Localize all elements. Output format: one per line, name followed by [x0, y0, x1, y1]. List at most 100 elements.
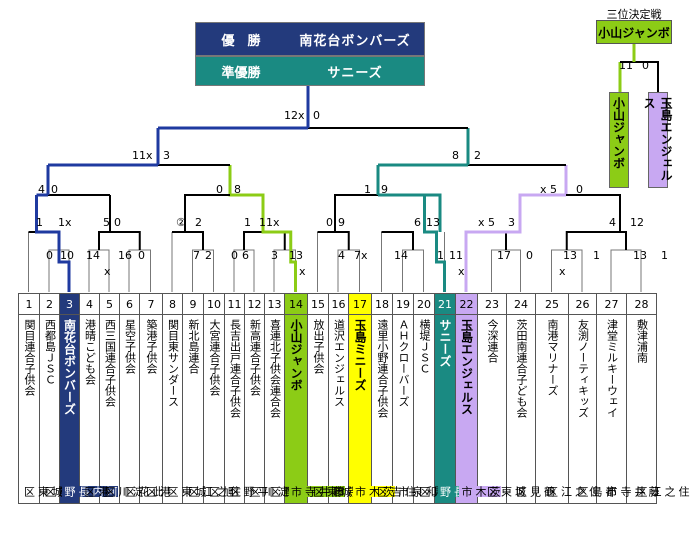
team-area: 城東区	[311, 486, 353, 497]
score-label: 2	[205, 249, 212, 262]
score-label: 14	[394, 249, 408, 262]
score-label: 1	[36, 216, 43, 229]
team-area: 藤井寺市	[605, 486, 660, 497]
score-label: 8	[452, 149, 459, 162]
team-name-cell: 新北島連合	[182, 314, 204, 504]
round2-bracket	[243, 231, 286, 250]
score-label: 1	[661, 249, 668, 262]
team-name-cell: 関目連合子供会	[18, 314, 40, 504]
third-place-team-a: 小山ジャンボ	[609, 92, 629, 188]
third-place-score-b: 0	[642, 59, 649, 72]
score-label: 0	[526, 249, 533, 262]
team-number: 13	[264, 293, 285, 315]
score-label: 11x	[259, 216, 280, 229]
round2-bracket	[466, 231, 507, 250]
team-name: 関目東サンダース	[166, 319, 180, 407]
team-name: 今深連合	[486, 319, 499, 363]
team-number: 12	[244, 293, 265, 315]
score-label: 1x	[58, 216, 72, 229]
score-label: 9	[338, 216, 345, 229]
fourth-place-path	[464, 193, 566, 292]
runner-up-team: サニーズ	[327, 65, 383, 81]
score-label: x	[458, 265, 465, 278]
team-name: 西三国連合子供会	[103, 319, 117, 407]
team-name-cell: 喜連北子供会連合会	[264, 314, 285, 504]
score-label: 12	[630, 216, 644, 229]
team-name-cell: 道沢エンジェルス	[328, 314, 349, 504]
team-number: 17	[348, 293, 372, 315]
team-name: 南港マリナーズ	[546, 319, 559, 396]
score-label: 16	[118, 249, 132, 262]
team-number: 15	[307, 293, 329, 315]
score-label: 3	[163, 149, 170, 162]
team-name: 道沢エンジェルス	[332, 319, 346, 407]
team-area: 鶴見区	[514, 486, 556, 497]
team-name-cell: 玉島ミニーズ	[348, 314, 372, 504]
score-label: 0	[231, 249, 238, 262]
team-name-cell: 敷津浦南	[626, 314, 657, 504]
score-label: 1	[593, 249, 600, 262]
score-label: 3	[271, 249, 278, 262]
team-number: 23	[477, 293, 507, 315]
team-area: 淀川区	[103, 486, 144, 497]
score-label: 0	[216, 183, 223, 196]
third-place-title: 三位決定戦	[606, 8, 662, 21]
team-number: 22	[455, 293, 478, 315]
round2-bracket	[172, 231, 204, 250]
runner-up-label: 準優勝	[221, 65, 261, 81]
score-label: 13	[426, 216, 440, 229]
team-number: 9	[182, 293, 204, 315]
team-name-cell: 津堂ミルキーウェイ	[596, 314, 627, 504]
team-area: 河内長野	[62, 486, 118, 497]
score-label: 0	[313, 109, 320, 122]
team-name-cell: 玉島エンジェルス	[455, 314, 478, 504]
score-label: 0	[51, 183, 58, 196]
team-name: サニーズ	[438, 319, 452, 367]
team-number: 5	[99, 293, 120, 315]
team-area: 平野区	[228, 486, 269, 497]
team-name-cell: 横堤ＪＳＣ	[413, 314, 435, 504]
team-number: 21	[434, 293, 456, 315]
team-number: 16	[328, 293, 349, 315]
score-label: 7	[193, 249, 200, 262]
score-label: 3	[508, 216, 515, 229]
team-number: 11	[224, 293, 245, 315]
team-name-cell: ＡＨクローバーズ	[392, 314, 414, 504]
team-number: 14	[284, 293, 308, 315]
third-place-score-a: 11	[619, 59, 633, 72]
score-label: x 5	[478, 216, 496, 229]
team-area: 住之江区	[635, 486, 690, 497]
champion-box: 優 勝 南花台ボンバーズ	[195, 22, 425, 56]
score-label: 1	[364, 183, 371, 196]
team-name-cell: 遠里小野連合子供会	[371, 314, 393, 504]
team-area: 茨木市	[459, 486, 501, 497]
runner-up-path	[423, 195, 446, 292]
champion-path	[35, 195, 71, 292]
team-number: 26	[568, 293, 597, 315]
team-number: 18	[371, 293, 393, 315]
score-label: 11x	[132, 149, 153, 162]
runner-up-path	[378, 193, 442, 232]
team-area: 淀川区	[248, 486, 289, 497]
team-number: 7	[139, 293, 163, 315]
third-place-team-b: 玉島エンジェルス	[642, 92, 673, 188]
score-label: 17	[497, 249, 511, 262]
team-number: 4	[79, 293, 100, 315]
score-label: 12x	[284, 109, 305, 122]
score-label: x	[559, 265, 566, 278]
quarterfinal-bracket	[184, 194, 230, 232]
score-label: 5	[103, 216, 110, 229]
team-name: 築港子供会	[145, 319, 158, 374]
team-name-cell: 星空子供会	[119, 314, 140, 504]
team-number: 28	[626, 293, 657, 315]
team-name: 友渕ノーティキッズ	[576, 319, 590, 418]
score-label: 13	[289, 249, 303, 262]
team-area: 城東区	[22, 486, 64, 497]
round2-bracket	[28, 231, 60, 250]
team-name-cell: サニーズ	[434, 314, 456, 504]
score-label: 0	[138, 249, 145, 262]
team-area: 和泉市	[396, 486, 438, 497]
